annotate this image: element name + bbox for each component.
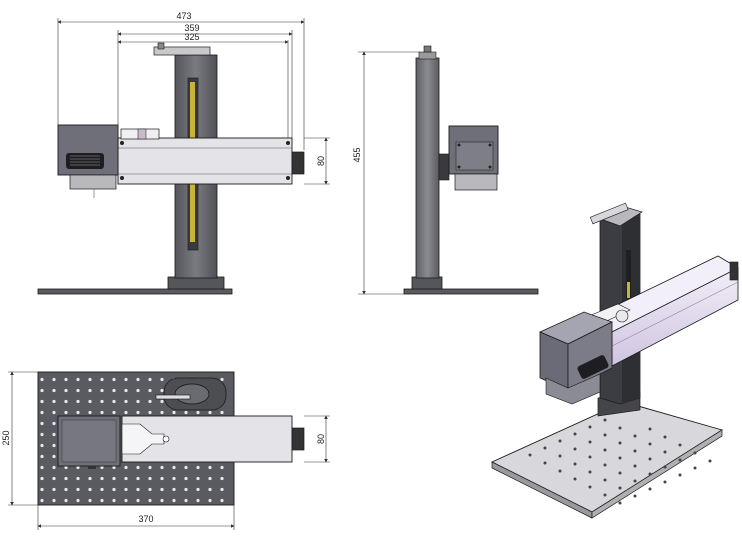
dim-80-front: 80 bbox=[316, 156, 326, 166]
dim-359: 359 bbox=[184, 23, 199, 33]
front-top-knob bbox=[153, 46, 211, 56]
front-lens bbox=[69, 174, 117, 190]
front-base-plate bbox=[37, 288, 233, 295]
dim-473: 473 bbox=[176, 11, 191, 21]
side-column bbox=[415, 57, 440, 279]
side-view: 455 bbox=[352, 45, 539, 295]
front-column-foot bbox=[167, 276, 225, 290]
front-dim-lines bbox=[57, 18, 330, 185]
front-arm bbox=[117, 137, 293, 185]
front-view: 473 359 325 80 bbox=[37, 11, 330, 295]
side-column-foot bbox=[411, 276, 443, 290]
side-clamp bbox=[438, 153, 450, 181]
front-arm-endcap bbox=[291, 151, 305, 175]
iso-arm-endcap bbox=[729, 261, 739, 281]
dim-80-top: 80 bbox=[316, 434, 326, 444]
side-lens bbox=[454, 173, 498, 191]
top-view: 250 370 80 bbox=[1, 371, 330, 530]
top-arm-endcap bbox=[291, 427, 305, 451]
dim-370: 370 bbox=[138, 514, 153, 524]
isometric-view bbox=[490, 202, 739, 519]
dim-325: 325 bbox=[184, 32, 199, 42]
dim-250: 250 bbox=[1, 430, 11, 445]
side-base-plate bbox=[403, 288, 539, 295]
dim-455: 455 bbox=[352, 147, 362, 162]
iso-plate-holes bbox=[528, 418, 712, 505]
top-handle bbox=[155, 394, 191, 400]
